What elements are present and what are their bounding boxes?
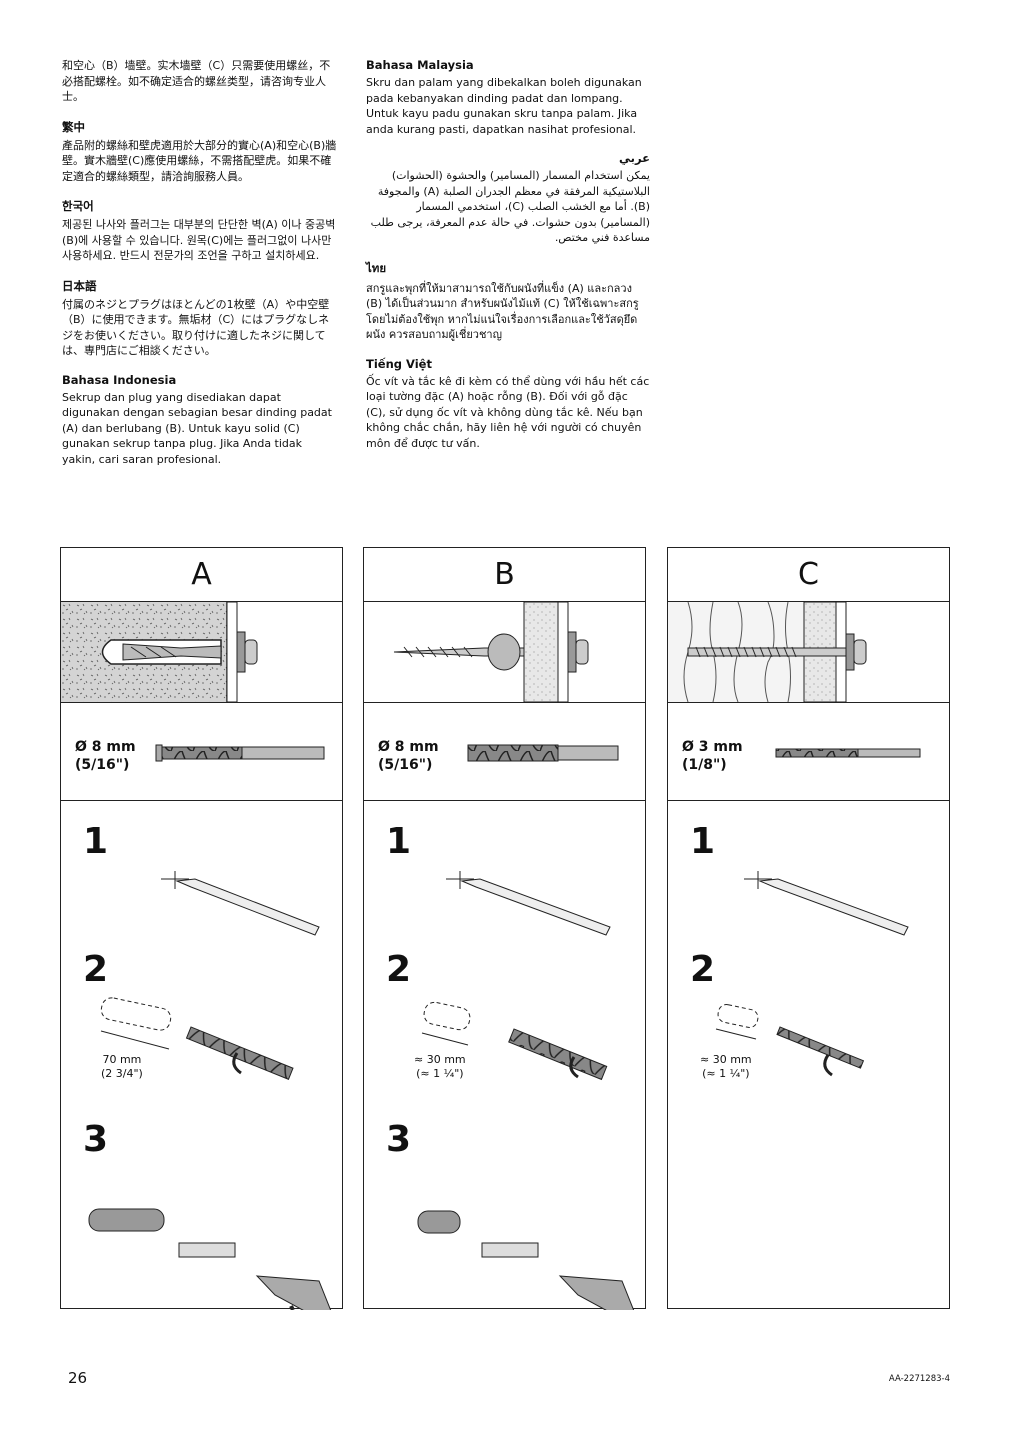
section-text: يمكن استخدام المسمار (المسامير) والحشوة … (370, 169, 650, 244)
steps-area: 1 2 3 ≈ 30 mm (≈ 1 ¼") (364, 801, 645, 1310)
step-number: 1 (690, 821, 716, 862)
steps-illustration (88, 871, 332, 1310)
solid-wall-diagram (61, 602, 258, 702)
section-ar: عربي يمكن استخدام المسمار (المسامير) وال… (366, 151, 650, 246)
section-ms: Bahasa Malaysia Skru dan palam yang dibe… (366, 58, 650, 137)
panel-letter: C (668, 548, 949, 602)
steps-area: 1 2 3 70 mm (2 3/4") (61, 801, 342, 1310)
section-heading: 한국어 (62, 199, 94, 213)
section-heading: عربي (619, 151, 650, 165)
drill-icon (421, 1001, 608, 1081)
text-column-right: Bahasa Malaysia Skru dan palam yang dibe… (366, 58, 650, 465)
section-zh-cn: 和空心（B）墙壁。实木墙壁（C）只需要使用螺丝，不必搭配螺栓。如不确定适合的螺丝… (62, 58, 338, 105)
wall-illustration-solid (61, 602, 342, 703)
section-ja: 日本語 付属のネジとプラグはほとんどの1枚壁（A）や中空壁（B）に使用できます。… (62, 278, 338, 359)
section-heading: Bahasa Indonesia (62, 372, 177, 387)
depth-label: ≈ 30 mm (≈ 1 ¼") (414, 1053, 466, 1081)
step-number: 1 (83, 821, 109, 862)
drill-bit-icon (467, 744, 619, 762)
step-number: 2 (386, 949, 412, 990)
bit-size-label: Ø 8 mm (5/16") (378, 738, 439, 774)
wall-illustration-wood (668, 602, 949, 703)
drill-bit-row: Ø 3 mm (1/8") (668, 703, 949, 801)
section-zh-tw: 繁中 產品附的螺絲和壁虎適用於大部分的實心(A)和空心(B)牆壁。實木牆壁(C)… (62, 119, 338, 185)
section-ko: 한국어 제공된 나사와 플러그는 대부분의 단단한 벽(A) 이나 중공벽(B)… (62, 198, 338, 264)
wood-wall-diagram (668, 602, 867, 702)
section-text: Ốc vít và tắc kê đi kèm có thể dùng với … (366, 374, 650, 450)
section-text: 產品附的螺絲和壁虎適用於大部分的實心(A)和空心(B)牆壁。實木牆壁(C)應使用… (62, 138, 337, 183)
step-number: 3 (386, 1119, 412, 1160)
section-th: ไทย สกรูและพุกที่ให้มาสามารถใช้กับผนังที… (366, 260, 650, 343)
bit-size-mm: Ø 8 mm (378, 739, 439, 755)
bit-size-inch: (1/8") (682, 757, 727, 773)
panel-b: B Ø 8 mm (5/16") 1 2 3 (363, 547, 646, 1310)
section-heading: 日本語 (62, 278, 97, 293)
section-heading: Tiếng Việt (366, 356, 432, 371)
step-number: 3 (83, 1119, 109, 1160)
depth-inch: (≈ 1 ¼") (702, 1067, 750, 1080)
section-text: Sekrup dan plug yang disediakan dapat di… (62, 390, 332, 466)
bit-size-inch: (5/16") (378, 757, 433, 773)
wall-illustration-hollow (364, 602, 645, 703)
pencil-icon (446, 871, 611, 936)
masonry-bit-icon (155, 744, 325, 762)
panel-a: A Ø 8 mm (5/16") 1 2 3 (60, 547, 343, 1310)
depth-inch: (2 3/4") (101, 1067, 143, 1080)
bit-size-mm: Ø 8 mm (75, 739, 136, 755)
drill-bit-icon (775, 748, 921, 758)
depth-label: 70 mm (2 3/4") (101, 1053, 143, 1081)
drill-bit-row: Ø 8 mm (5/16") (364, 703, 645, 801)
section-text: 和空心（B）墙壁。实木墙壁（C）只需要使用螺丝，不必搭配螺栓。如不确定适合的螺丝… (62, 59, 331, 103)
text-column-left: 和空心（B）墙壁。实木墙壁（C）只需要使用螺丝，不必搭配螺栓。如不确定适合的螺丝… (62, 58, 338, 481)
panel-letter: A (61, 548, 342, 602)
depth-label: ≈ 30 mm (≈ 1 ¼") (700, 1053, 752, 1081)
step-number: 2 (690, 949, 716, 990)
step-number: 1 (386, 821, 412, 862)
hammer-icon (88, 1208, 332, 1310)
page-number: 26 (68, 1369, 88, 1387)
drill-icon (715, 1004, 865, 1077)
step-number: 2 (83, 949, 109, 990)
section-text: 付属のネジとプラグはほとんどの1枚壁（A）や中空壁（B）に使用できます。無垢材（… (62, 297, 330, 358)
section-text: Skru dan palam yang dibekalkan boleh dig… (366, 76, 642, 136)
section-heading: Bahasa Malaysia (366, 58, 474, 72)
pencil-icon (744, 871, 909, 936)
steps-illustration (417, 871, 635, 1310)
drill-bit-row: Ø 8 mm (5/16") (61, 703, 342, 801)
bit-size-mm: Ø 3 mm (682, 739, 743, 755)
pencil-icon (161, 871, 320, 936)
bit-size-label: Ø 3 mm (1/8") (682, 738, 743, 774)
drill-icon (100, 997, 294, 1080)
hollow-wall-diagram (393, 602, 589, 702)
section-vi: Tiếng Việt Ốc vít và tắc kê đi kèm có th… (366, 357, 650, 452)
depth-mm: 70 mm (102, 1053, 142, 1066)
section-heading: ไทย (366, 260, 387, 275)
section-id: Bahasa Indonesia Sekrup dan plug yang di… (62, 373, 338, 468)
panel-letter: B (364, 548, 645, 602)
section-text: 제공된 나사와 플러그는 대부분의 단단한 벽(A) 이나 중공벽(B)에 사용… (62, 218, 336, 262)
depth-mm: ≈ 30 mm (700, 1053, 752, 1066)
steps-illustration (715, 871, 909, 1077)
bit-size-label: Ø 8 mm (5/16") (75, 738, 136, 774)
depth-mm: ≈ 30 mm (414, 1053, 466, 1066)
section-heading: 繁中 (62, 119, 85, 134)
document-code: AA-2271283-4 (888, 1374, 950, 1384)
depth-inch: (≈ 1 ¼") (416, 1067, 464, 1080)
section-text: สกรูและพุกที่ให้มาสามารถใช้กับผนังที่แข็… (366, 281, 639, 342)
bit-size-inch: (5/16") (75, 757, 130, 773)
hammer-icon (417, 1210, 635, 1310)
panel-c: C Ø 3 mm (1/8") 1 2 (667, 547, 950, 1309)
steps-area: 1 2 ≈ 30 mm (≈ 1 ¼") (668, 801, 949, 1310)
